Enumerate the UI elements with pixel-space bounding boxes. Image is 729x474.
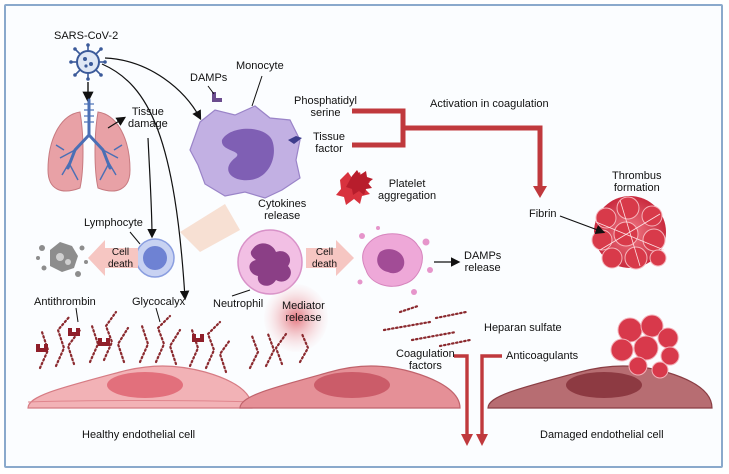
cytokines-line-1: Cytokines <box>258 198 307 210</box>
damaged-endothelial-cell <box>487 365 713 409</box>
virus-icon <box>69 43 107 81</box>
neutrophil-label: Neutrophil <box>213 298 264 310</box>
coag-factors-line-1: Coagulation <box>396 348 455 360</box>
healthy-endothelial-cell <box>27 365 253 409</box>
coagulation-down-arrowhead <box>461 434 473 446</box>
anticoagulants-label: Anticoagulants <box>506 350 579 362</box>
cell-death-right-label: Cell death <box>312 247 337 271</box>
tissue-damage-line-1: Tissue <box>131 106 164 118</box>
platelet-aggregation-label: Platelet aggregation <box>378 178 436 202</box>
damps-receptor-icon <box>207 85 222 102</box>
tissue-factor-line-2: factor <box>315 143 343 155</box>
mediator-release-label: Mediator release <box>282 300 325 324</box>
thrombus-line-1: Thrombus <box>612 170 662 182</box>
coagulation-anticoagulant-arrows <box>454 354 502 436</box>
anticoagulant-down-arrowhead <box>476 434 488 446</box>
thrombus-formation-label: Thrombus formation <box>612 170 662 194</box>
lymphocyte-cell <box>129 231 175 278</box>
fibrin-to-thrombus-arrow <box>559 215 606 234</box>
cytokine-beam <box>180 204 240 252</box>
healthy-endothelial-cell-label: Healthy endothelial cell <box>82 429 196 441</box>
cell-death-left-arrow <box>88 240 138 276</box>
damps-release-label: DAMPs release <box>464 250 501 274</box>
mediator-release-glow <box>264 284 328 352</box>
mediator-line-1: Mediator <box>282 300 325 312</box>
damps-release-line-1: DAMPs <box>464 250 502 262</box>
mediator-line-2: release <box>285 312 322 324</box>
lymphocyte-label: Lymphocyte <box>84 217 143 229</box>
activation-bracket <box>352 108 543 188</box>
coag-factors-line-2: factors <box>408 360 442 372</box>
cell-death-right-line-1: Cell <box>315 247 334 258</box>
heparan-fragments <box>382 304 472 348</box>
tissue-damage-to-lymphocyte-arrow <box>147 137 157 239</box>
cell-death-right-line-2: death <box>312 259 338 270</box>
tissue-damage-label: Tissue damage <box>128 106 168 130</box>
monocyte-cell <box>189 75 301 199</box>
fibrin-label: Fibrin <box>529 208 557 220</box>
platelet-line-1: Platelet <box>388 178 426 190</box>
inflamed-endothelial-cell <box>239 365 461 409</box>
sars-cov-2-label: SARS-CoV-2 <box>54 30 119 42</box>
platelet-line-2: aggregation <box>378 190 437 202</box>
damps-release-line-2: release <box>464 262 501 274</box>
antithrombin-label: Antithrombin <box>34 296 96 308</box>
antithrombin-icon <box>36 328 204 352</box>
damaged-endothelial-cell-label: Damaged endothelial cell <box>540 429 664 441</box>
lungs-to-tissue-damage-arrow <box>107 116 127 129</box>
antithrombin-pointer <box>75 307 79 323</box>
thrombus-line-2: formation <box>613 182 660 194</box>
cell-death-left-label: Cell death <box>108 247 133 271</box>
tissue-factor-receptor-icon <box>288 136 302 144</box>
activation-in-coagulation-label: Activation in coagulation <box>430 98 549 110</box>
monocyte-label: Monocyte <box>236 60 284 72</box>
tissue-damage-line-2: damage <box>128 118 168 130</box>
phosphatidylserine-label: Phosphatidyl serine <box>294 95 357 119</box>
glycocalyx-label: Glycocalyx <box>132 296 186 308</box>
dead-neutrophil-icon <box>357 226 433 295</box>
heparan-sulfate-label: Heparan sulfate <box>484 322 562 334</box>
cytokines-line-2: release <box>264 210 301 222</box>
dead-lymphocyte-icon <box>36 242 88 277</box>
wall-thrombus-icon <box>610 314 680 379</box>
fibrin-arrowhead <box>533 186 547 198</box>
glycocalyx-pointer <box>155 307 161 323</box>
lungs-icon <box>47 98 131 192</box>
damps-label: DAMPs <box>190 72 228 84</box>
phosphatidyl-line-1: Phosphatidyl <box>294 95 357 107</box>
virus-to-glycocalyx-arrow <box>101 63 190 301</box>
phosphatidyl-line-2: serine <box>310 107 341 119</box>
coagulation-factors-label: Coagulation factors <box>396 348 455 372</box>
virus-to-monocyte-arrow <box>104 57 202 121</box>
platelet-aggregation-icon <box>336 170 373 205</box>
tissue-factor-label: Tissue factor <box>313 131 345 155</box>
cytokines-release-label: Cytokines release <box>258 198 306 222</box>
cell-death-left-line-2: death <box>108 259 134 270</box>
tissue-factor-line-1: Tissue <box>313 131 345 143</box>
thrombus-icon <box>591 196 667 270</box>
cell-death-right-arrow <box>306 240 354 276</box>
neutrophil-cell <box>231 229 303 297</box>
cell-death-left-line-1: Cell <box>111 247 130 258</box>
